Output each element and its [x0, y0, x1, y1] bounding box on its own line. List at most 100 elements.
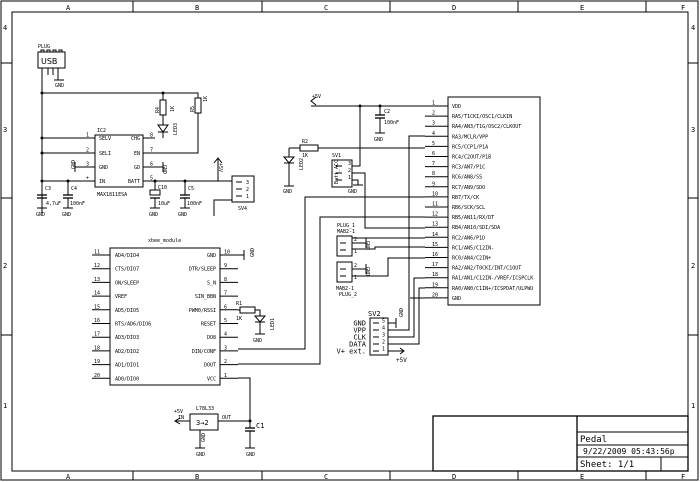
- svg-text:IN: IN: [178, 415, 184, 421]
- svg-text:1K: 1K: [170, 106, 176, 112]
- pic-pin-number: 3: [432, 121, 435, 127]
- pic-pin-name: GND: [452, 296, 461, 302]
- title-block: Pedal 9/22/2009 05:43:56p Sheet: 1/1: [432, 415, 689, 472]
- pic-pin-number: 1: [432, 101, 435, 107]
- xbee-pin-name: AD3/DIO3: [115, 335, 139, 341]
- svg-text:R2: R2: [302, 139, 308, 145]
- xbee-pin-number: 17: [94, 332, 100, 338]
- pic-pin-name: RA2/AN2/T0CKI/INT/C1OUT: [452, 266, 521, 272]
- svg-text:3: 3: [246, 180, 249, 186]
- pic-pin-name: RA1/AN1/C12IN-/VREF/ICSPCLK: [452, 276, 533, 282]
- svg-text:GND: GND: [196, 452, 205, 458]
- xbee-pin-name: GND: [207, 253, 216, 259]
- xbee-pin-number: 12: [94, 263, 100, 269]
- svg-text:1: 1: [348, 175, 351, 181]
- xbee-pin-name: DOUT: [204, 363, 216, 369]
- svg-text:L78L33: L78L33: [196, 406, 214, 412]
- sv2-pin-label: VPP: [353, 327, 366, 335]
- pic-pin-number: 11: [432, 202, 438, 208]
- pic-pin-number: 4: [432, 131, 435, 137]
- svg-text:GND: GND: [399, 308, 405, 317]
- svg-text:+5V: +5V: [217, 163, 223, 172]
- supply-arrow-icon: [399, 347, 405, 355]
- frame-column-label: C: [324, 4, 328, 12]
- svg-text:C2: C2: [384, 109, 390, 115]
- usb-label: USB: [41, 57, 57, 66]
- svg-text:100nF: 100nF: [384, 120, 399, 126]
- xbee-pin-name: RESET: [201, 322, 216, 328]
- charger-pin-name: EN: [134, 151, 140, 157]
- frame-column-label: D: [452, 4, 456, 12]
- xbee-pin-name: DO8: [207, 335, 216, 341]
- frame-column-label: F: [681, 4, 685, 12]
- svg-text:1: 1: [246, 194, 249, 200]
- led2-icon: [282, 156, 296, 164]
- xbee-module: [109, 247, 221, 386]
- xbee-pin-number: 19: [94, 359, 100, 365]
- svg-text:PLUG_1: PLUG_1: [337, 223, 355, 229]
- svg-text:1K: 1K: [236, 316, 242, 322]
- xbee-pin-number: 18: [94, 345, 100, 351]
- xbee-pin-number: 5: [224, 318, 227, 324]
- svg-text:GND: GND: [62, 212, 71, 218]
- xbee-pin-number: 20: [94, 373, 100, 379]
- frame-row-label: 3: [691, 126, 695, 134]
- svg-text:1: 1: [354, 275, 357, 281]
- frame-column-label: B: [195, 4, 199, 12]
- svg-text:LED3: LED3: [173, 123, 179, 135]
- svg-text:IC2: IC2: [97, 128, 106, 134]
- pic-pin-name: RA4/AN3/T1G/OSC2/CLKOUT: [452, 124, 521, 130]
- pic-microcontroller: [447, 96, 541, 306]
- svg-text:OUT: OUT: [222, 415, 231, 421]
- svg-text:GND: GND: [250, 248, 256, 257]
- pic-pin-number: 10: [432, 191, 438, 197]
- xbee-pin-name: RTS/AD6/DIO6: [115, 322, 151, 328]
- xbee-pin-name: PWM0/RSSI: [189, 308, 216, 314]
- pic-pin-name: RB7/TX/CK: [452, 195, 479, 201]
- svg-text:R4: R4: [155, 107, 161, 113]
- regulator-l78l33: [189, 413, 219, 431]
- pic-pin-number: 16: [432, 252, 438, 258]
- frame-row-label: 4: [691, 24, 695, 32]
- svg-text:C5: C5: [188, 186, 194, 192]
- charger-pin-name: SELV: [99, 136, 111, 142]
- svg-text:10uF: 10uF: [158, 201, 170, 207]
- pic-pin-name: RA0/AN0/C1IN+/ICSPDAT/ULPWU: [452, 286, 533, 292]
- frame-column-label: F: [681, 473, 685, 481]
- svg-text:GND: GND: [374, 137, 383, 143]
- charger-pin-number: +: [86, 176, 89, 182]
- svg-text:MAB2-1: MAB2-1: [336, 286, 354, 292]
- pic-pin-number: 18: [432, 272, 438, 278]
- charger-pin-number: 3: [86, 162, 89, 168]
- pic-pin-number: 9: [432, 181, 435, 187]
- svg-text:1K: 1K: [203, 96, 209, 102]
- svg-text:4,7uF: 4,7uF: [46, 201, 61, 207]
- xbee-pin-name: VCC: [207, 376, 216, 382]
- pic-pin-name: RB4/AN10/SDI/SDA: [452, 225, 500, 231]
- xbee-name: xbee_module: [148, 238, 181, 244]
- frame-column-label: C: [324, 473, 328, 481]
- frame-row-label: 2: [3, 262, 7, 270]
- pic-pin-number: 12: [432, 212, 438, 218]
- pic-pin-name: RC7/AN9/SDO: [452, 185, 485, 191]
- frame-column-label: B: [195, 473, 199, 481]
- xbee-pin-name: AD2/DIO2: [115, 349, 139, 355]
- svg-text:2: 2: [348, 168, 351, 174]
- xbee-pin-number: 11: [94, 250, 100, 256]
- svg-text:PLUG: PLUG: [38, 44, 50, 50]
- frame-column-label: D: [452, 473, 456, 481]
- xbee-pin-number: 6: [224, 304, 227, 310]
- svg-text:R1: R1: [236, 301, 242, 307]
- frame-row-label: 2: [691, 262, 695, 270]
- svg-text:SV1: SV1: [332, 153, 341, 159]
- xbee-pin-number: 1: [224, 373, 227, 379]
- svg-text:GND: GND: [253, 338, 262, 344]
- svg-text:+5V: +5V: [396, 357, 407, 364]
- frame-column-label: A: [66, 4, 71, 12]
- sv2-pin-label: DATA: [349, 341, 367, 349]
- xbee-pin-number: 4: [224, 332, 227, 338]
- svg-text:3→2: 3→2: [196, 419, 209, 427]
